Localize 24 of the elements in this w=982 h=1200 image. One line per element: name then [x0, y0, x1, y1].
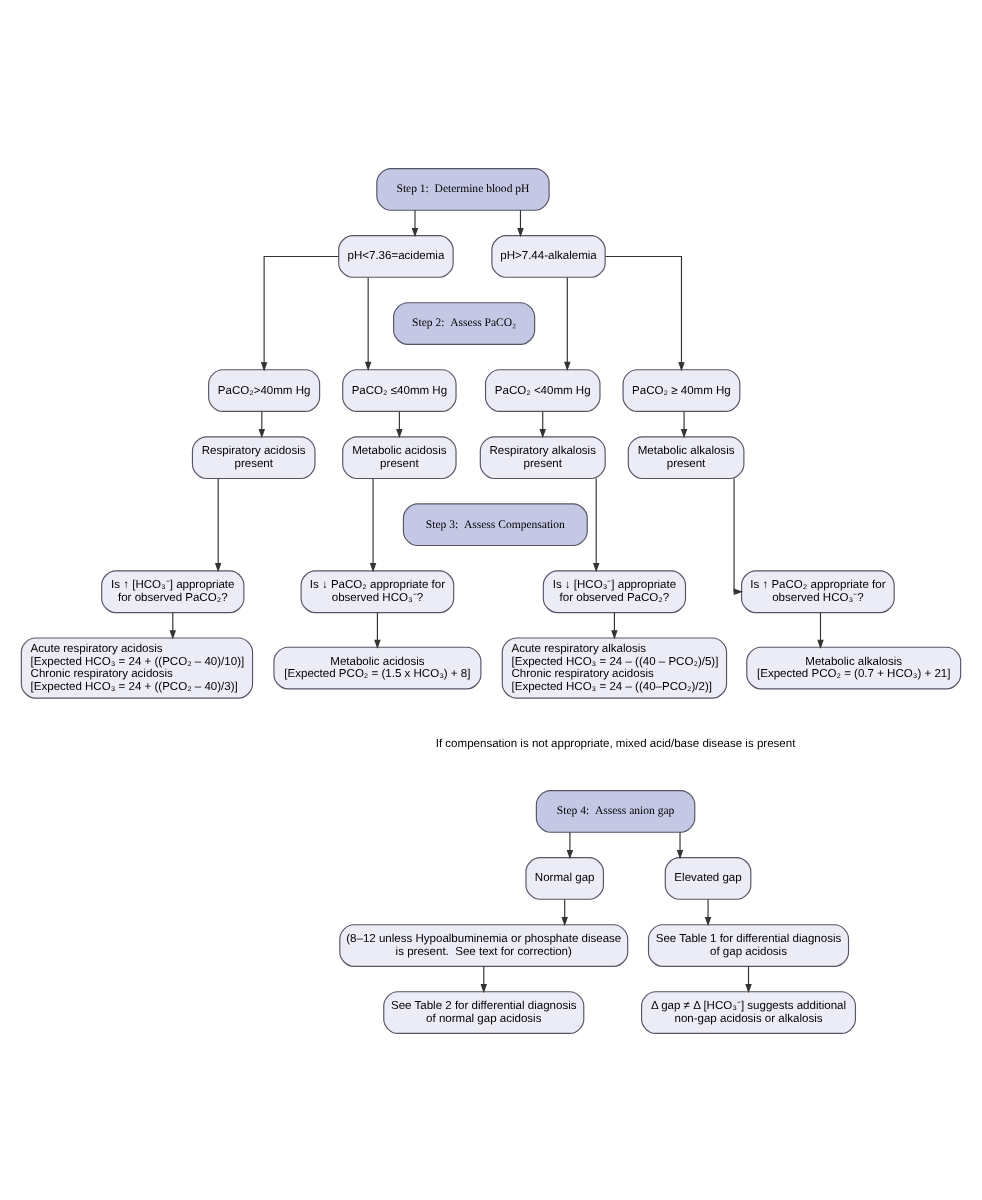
arrow [564, 275, 571, 371]
arrow [611, 611, 618, 639]
arrow [733, 477, 743, 594]
arrow [374, 611, 381, 648]
arrow [680, 409, 688, 438]
arrow [604, 254, 685, 371]
arrow [258, 409, 266, 438]
arrow [817, 611, 824, 648]
arrow [396, 409, 403, 438]
arrow [592, 477, 600, 572]
arrow [539, 409, 546, 438]
arrow [369, 477, 377, 572]
arrow [480, 964, 487, 993]
arrow [745, 964, 752, 993]
arrow [260, 254, 340, 371]
arrow [411, 208, 419, 237]
arrow [561, 897, 568, 926]
arrow [704, 897, 712, 926]
arrow [566, 830, 574, 859]
arrow [214, 477, 222, 572]
arrow [364, 275, 372, 371]
arrow [517, 208, 524, 237]
arrow [169, 611, 177, 639]
arrow [676, 830, 684, 859]
